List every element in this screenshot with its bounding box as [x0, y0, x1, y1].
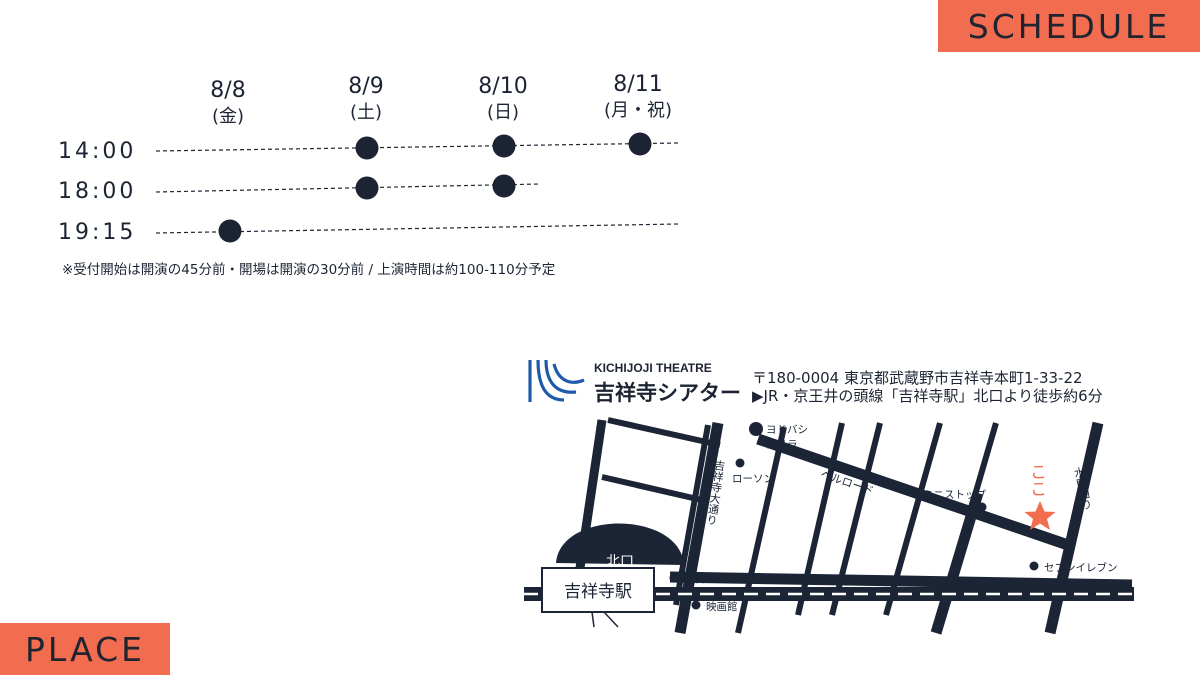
weekday-label: (土) [349, 102, 383, 123]
landmark-koban: 交番 [684, 572, 705, 585]
theatre-logo-mark: KICHIJOJI THEATRE 吉祥寺シアター [528, 359, 741, 405]
row-line-1800 [155, 183, 541, 193]
performance-dot [218, 219, 242, 243]
date-label: 8/9 [348, 74, 384, 99]
time-label-1400: 14:00 [58, 139, 137, 164]
time-label-1800: 18:00 [58, 179, 137, 204]
date-header-8-9: 8/9 (土) [306, 74, 426, 126]
schedule-note: ※受付開始は開演の45分前・開場は開演の30分前 / 上演時間は約100-110… [62, 262, 556, 278]
cinema-marker [691, 600, 701, 610]
row-line-1915 [155, 223, 679, 234]
station-label: 吉祥寺駅 [564, 582, 632, 602]
venue-address: 〒180-0004 東京都武蔵野市吉祥寺本町1-33-22 [752, 369, 1083, 387]
date-header-8-11: 8/11 (月・祝) [578, 72, 698, 124]
performance-dot [492, 174, 516, 198]
weekday-label: (日) [486, 102, 520, 123]
logo-japanese: 吉祥寺シアター [594, 381, 741, 405]
weekday-label: (月・祝) [603, 100, 673, 121]
theatre-star-icon [1024, 501, 1056, 530]
schedule-grid [155, 132, 679, 243]
here-label: ここ [1026, 463, 1046, 497]
landmark-ministop: ミニストップ [923, 489, 986, 501]
date-header-8-8: 8/8 (金) [168, 78, 288, 130]
performance-dot [355, 176, 379, 200]
landmark-lawson: ローソン [732, 473, 774, 485]
ministop-marker [977, 502, 987, 512]
koban-marker [669, 573, 679, 583]
north-exit-area [556, 523, 684, 565]
theatre-logo: KICHIJOJI THEATRE 吉祥寺シアター [526, 356, 746, 410]
yodobashi-marker [749, 422, 763, 436]
performance-dot [492, 134, 516, 158]
row-line-1400 [155, 142, 679, 152]
landmark-post: 郵便局 [881, 575, 913, 588]
access-map: 北口 吉祥寺駅 吉祥寺大通り ベルロード 水門通り ヨドバシカメラ ローソン ミ… [524, 417, 1134, 635]
north-exit-label: 北口 [606, 554, 634, 570]
date-label: 8/11 [613, 72, 663, 97]
landmark-yodobashi: ヨドバシカメラ [766, 424, 808, 451]
date-label: 8/8 [210, 78, 246, 103]
date-header-8-10: 8/10 (日) [443, 74, 563, 126]
post-marker [921, 576, 931, 586]
landmark-seven: セブンイレブン [1044, 561, 1118, 574]
schedule-heading: SCHEDULE [938, 0, 1200, 52]
weekday-label: (金) [211, 106, 245, 127]
logo-english: KICHIJOJI THEATRE [594, 361, 712, 375]
time-label-1915: 19:15 [58, 220, 137, 245]
place-heading: PLACE [0, 623, 170, 675]
performance-dot [628, 132, 652, 156]
performance-dot [355, 136, 379, 160]
seven-marker [1029, 561, 1039, 571]
venue-access: ▶JR・京王井の頭線「吉祥寺駅」北口より徒歩約6分 [752, 387, 1103, 405]
date-label: 8/10 [478, 74, 528, 99]
landmark-cinema: 映画館 [706, 600, 738, 613]
lawson-marker [735, 458, 745, 468]
